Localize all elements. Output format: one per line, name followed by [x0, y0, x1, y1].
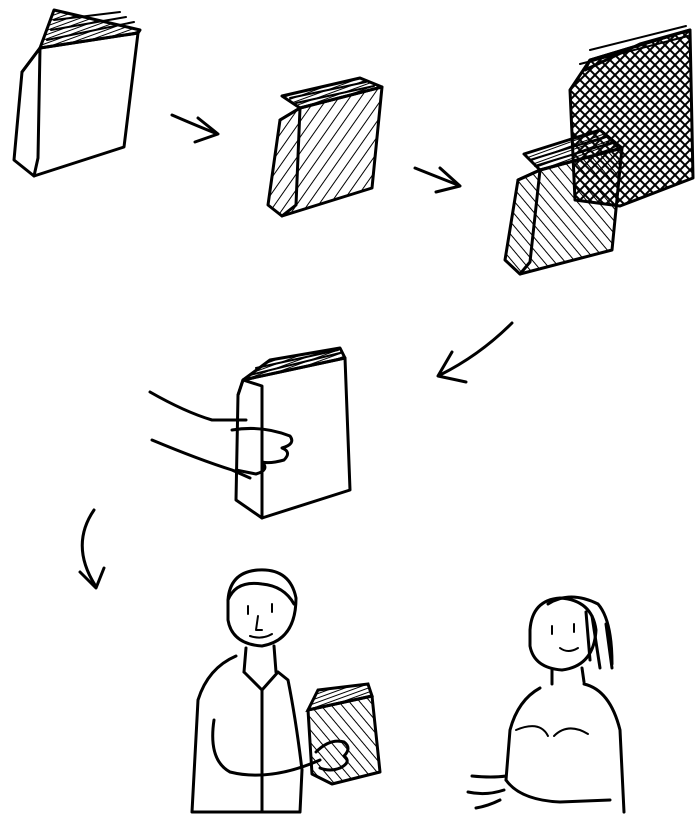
- hand-book-icon: [150, 348, 350, 518]
- arrow-4-icon: [80, 510, 104, 588]
- arrow-2-icon: [415, 168, 460, 192]
- filled-book-icon: [268, 78, 382, 216]
- man-figure-icon: [192, 570, 380, 812]
- arrow-3-icon: [438, 323, 512, 382]
- arrow-1-icon: [172, 115, 218, 142]
- blank-book-icon: [14, 10, 140, 176]
- woman-figure-icon: [468, 597, 624, 812]
- book-stack-icon: [505, 26, 693, 274]
